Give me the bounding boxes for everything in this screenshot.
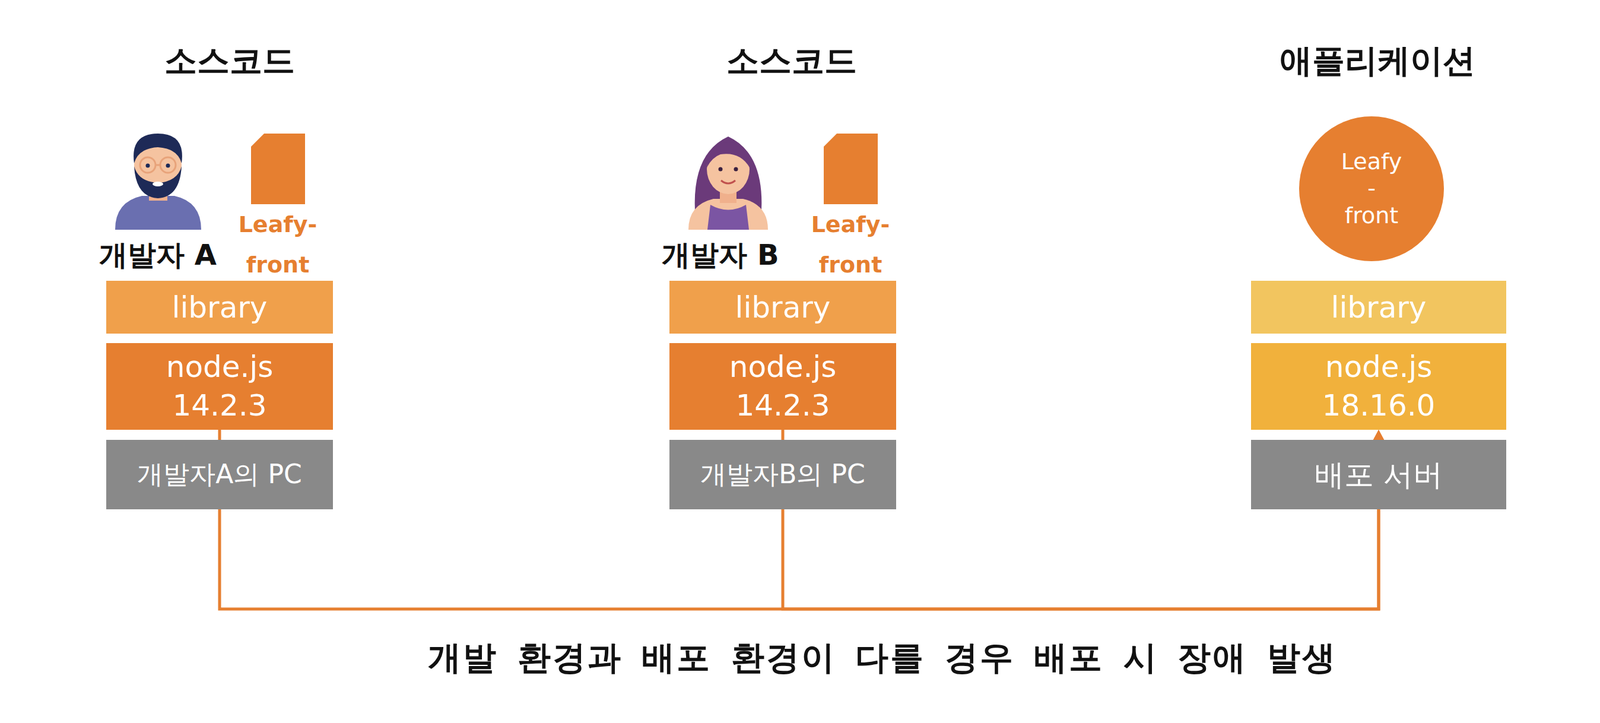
file-body [823, 133, 878, 205]
file-shape [251, 133, 306, 205]
column-heading: 소스코드 [164, 39, 295, 84]
circle-shape [1299, 116, 1444, 262]
developer-b-figure [688, 136, 768, 230]
pc-box: 개발자A의 PC [106, 439, 333, 510]
pc-box: 개발자B의 PC [669, 439, 897, 510]
file-icon: Leafy- front [224, 133, 332, 276]
file-icon: Leafy- front [797, 133, 904, 276]
developer-name: 개발자 A [99, 236, 217, 275]
box-text: Leafy -front [1341, 148, 1402, 230]
file-name: Leafy- front [238, 204, 318, 286]
caption: 개발 환경과 배포 환경이 다를 경우 배포 시 장애 발생 [427, 635, 1337, 681]
box-text: library [172, 289, 268, 326]
box-text: node.js 14.2.3 [729, 347, 837, 425]
box-text: 개발자B의 PC [696, 458, 869, 491]
box-text: 배포 서버 [1310, 456, 1447, 493]
column-heading: 애플리케이션 [1279, 39, 1476, 84]
connector [219, 429, 1387, 609]
library-box: library [1251, 280, 1507, 334]
box-text: node.js 14.2.3 [166, 347, 274, 425]
runtime-box: node.js 14.2.3 [106, 343, 333, 430]
library-box: library [669, 280, 897, 334]
server-box: 배포 서버 [1251, 439, 1507, 510]
runtime-box: node.js 14.2.3 [669, 343, 897, 430]
developer-a-figure [115, 133, 202, 230]
box-text: library [735, 289, 831, 326]
file-name: Leafy- front [811, 204, 891, 286]
file-shape [823, 133, 878, 205]
box-text: node.js 18.16.0 [1322, 347, 1436, 425]
box-text: library [1331, 289, 1427, 326]
file-body [251, 133, 306, 205]
developer-name: 개발자 B [661, 236, 779, 275]
connector-line [219, 429, 1379, 609]
library-box: library [106, 280, 333, 334]
column-heading: 소스코드 [726, 39, 857, 84]
box-text: 개발자A의 PC [133, 458, 306, 491]
app-circle: Leafy -front [1299, 116, 1444, 262]
runtime-box: node.js 18.16.0 [1251, 343, 1507, 430]
